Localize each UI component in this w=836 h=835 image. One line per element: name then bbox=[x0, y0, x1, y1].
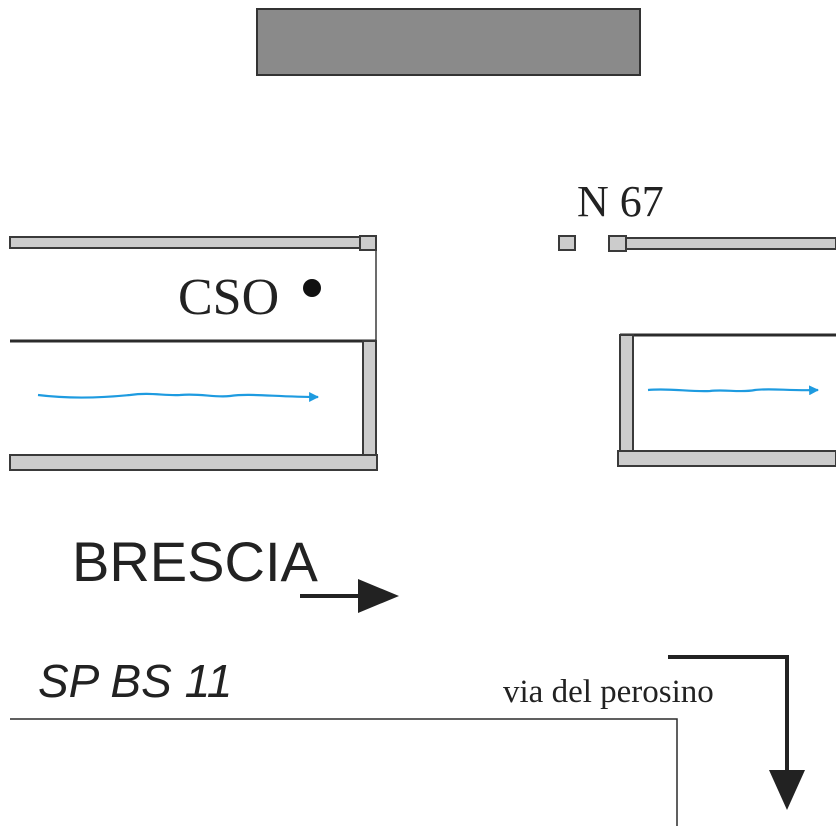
right-small-box bbox=[558, 235, 576, 251]
right-top-wall bbox=[625, 237, 836, 250]
left-top-wall bbox=[9, 236, 361, 249]
wavy-arrow-right-icon bbox=[37, 392, 319, 402]
left-top-wall-cap bbox=[359, 235, 377, 251]
arrow-turn-down-icon bbox=[769, 770, 805, 810]
city-label: BRESCIA bbox=[72, 530, 318, 593]
manhole-label: N 67 bbox=[577, 177, 664, 226]
right-bottom-wall bbox=[617, 450, 836, 467]
road-label: SP BS 11 bbox=[38, 655, 232, 707]
right-start-wall bbox=[619, 334, 634, 452]
dot-icon bbox=[303, 279, 321, 297]
street-label: via del perosino bbox=[503, 674, 714, 710]
arrow-right-icon bbox=[358, 579, 399, 613]
arrow-turn-down-icon-shaft bbox=[668, 655, 789, 780]
right-top-wall-cap bbox=[608, 235, 627, 252]
wavy-arrow-right-icon-2 bbox=[647, 385, 819, 396]
left-bottom-wall bbox=[9, 454, 378, 471]
building-block bbox=[256, 8, 641, 76]
road-boundary bbox=[10, 718, 678, 826]
left-end-wall bbox=[362, 340, 377, 456]
cso-label: CSO bbox=[178, 269, 279, 326]
